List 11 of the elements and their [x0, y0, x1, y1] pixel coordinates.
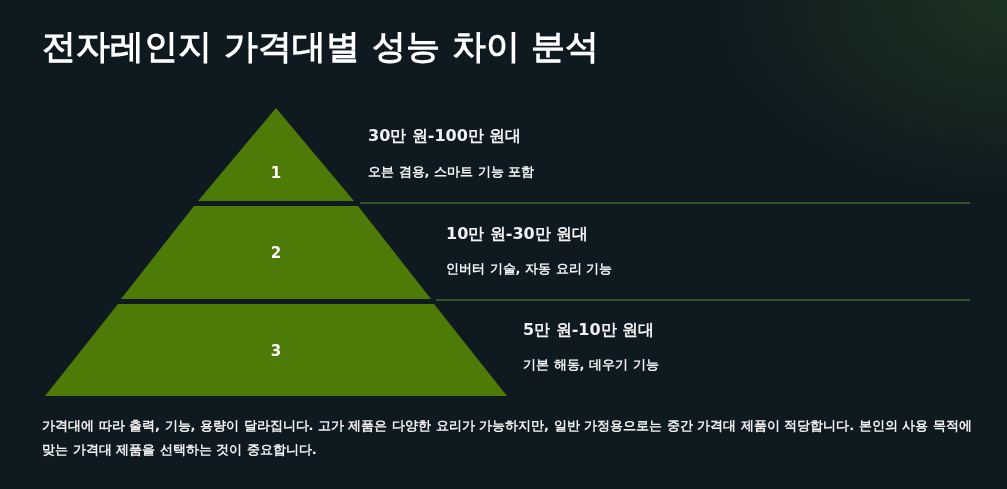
level-description: 기본 해동, 데우기 기능 — [523, 356, 659, 374]
level-heading: 5만 원-10만 원대 — [523, 320, 655, 341]
level-description: 인버터 기술, 자동 요리 기능 — [446, 260, 613, 278]
caption-text: 가격대에 따라 출력, 기능, 용량이 달라집니다. 고가 제품은 다양한 요리가 가능하지만, 일반 가정용으로는 중간 가격대 제품이 적당합니다. 본인의 사용 목적에 맞는 가격대 제품을 선택하는 것이 중요합니다. — [42, 417, 973, 459]
title: 전자레인지 가격대별 성능 차이 분석 — [42, 25, 600, 68]
level-heading: 10만 원-30만 원대 — [446, 224, 589, 245]
level-number: 3 — [269, 342, 283, 360]
level-number: 2 — [269, 244, 283, 262]
level-description: 오븐 겸용, 스마트 기능 포함 — [368, 163, 535, 181]
level-number: 1 — [269, 164, 283, 182]
level-heading: 30만 원-100만 원대 — [368, 126, 522, 147]
